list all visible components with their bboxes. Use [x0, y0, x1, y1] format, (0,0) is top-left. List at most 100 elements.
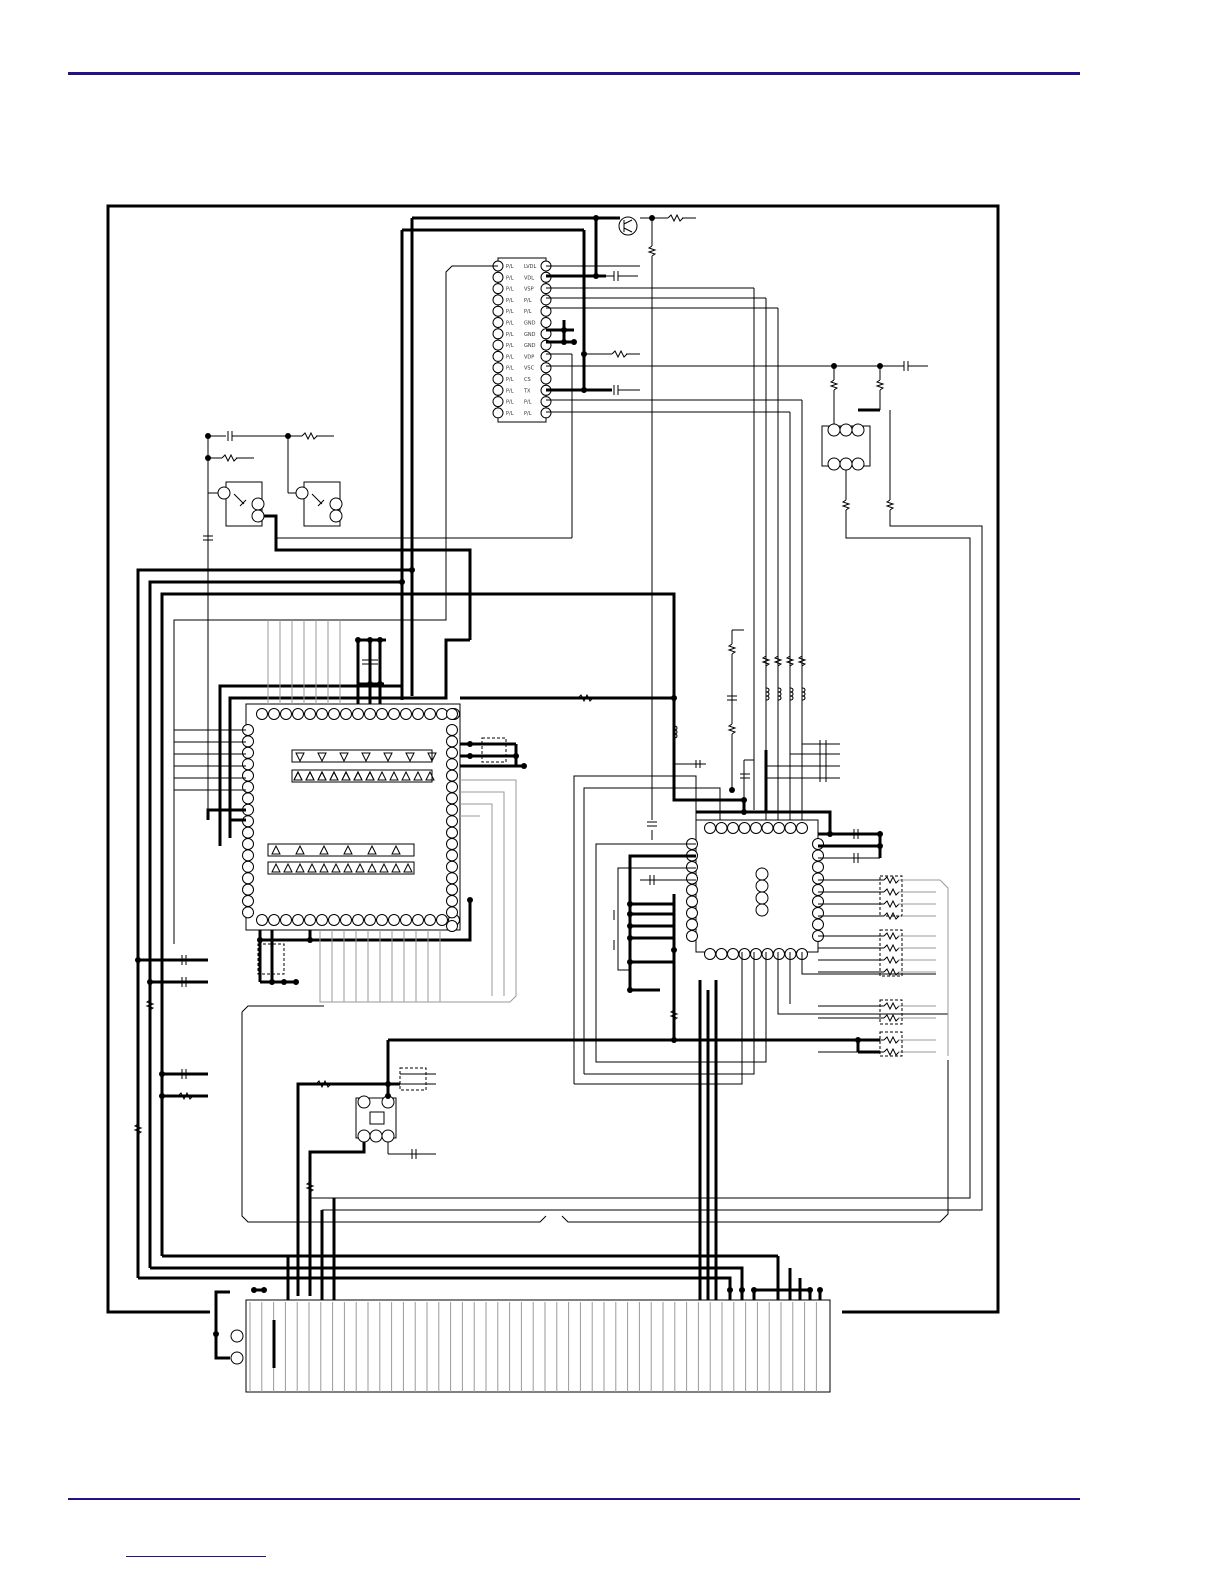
rnet-resistor [884, 1015, 899, 1021]
ic-top-pin-label: VSP [524, 287, 534, 293]
ic-main-left [243, 704, 461, 932]
ic-top-pin-label: GND [524, 343, 536, 349]
qfp-pin [447, 827, 458, 838]
ic-top-pin [493, 385, 503, 395]
ic-top-pin [493, 284, 503, 294]
junction-dot [593, 273, 599, 279]
junction-dot [377, 681, 383, 687]
qfp-pin [353, 915, 364, 926]
junction-dot [671, 947, 677, 953]
qfp-pin [243, 782, 254, 793]
qfp-pin [243, 873, 254, 884]
junction-dot [877, 831, 883, 837]
ic-top-pin-label: P/L [506, 377, 514, 383]
plcc-pin [705, 823, 716, 834]
junction-dot [293, 979, 299, 985]
junction-dot [627, 935, 633, 941]
ic-top-pin [541, 408, 551, 418]
plcc-pin [813, 873, 824, 884]
qfp-pin [353, 709, 364, 720]
ic-top-pin-label: P/L [506, 343, 514, 349]
qfp-pin [447, 907, 458, 918]
junction-dot [367, 637, 373, 643]
qfp-pin [437, 915, 448, 926]
junction-dot [385, 1093, 391, 1099]
plcc-pin [813, 839, 824, 850]
qfp-pin [377, 915, 388, 926]
plcc-pin [687, 873, 698, 884]
junction-dot [409, 567, 415, 573]
plcc-pin [739, 823, 750, 834]
qfp-pin [447, 759, 458, 770]
ic-top-pin-label: VDL [524, 275, 534, 281]
rnet-resistor [884, 1037, 899, 1043]
ic-top-pin-label: P/L [506, 275, 514, 281]
ic-top-pin [493, 408, 503, 418]
junction-dot [593, 215, 599, 221]
qfp-pin [293, 915, 304, 926]
junction-dot [307, 937, 313, 943]
junction-dot [571, 339, 577, 345]
ic-top-pin-label: P/L [506, 309, 514, 315]
plcc-pin [716, 949, 727, 960]
plcc-pin [687, 862, 698, 873]
plcc-pin [785, 823, 796, 834]
ic-top-pin [541, 318, 551, 328]
qfp-pin [317, 709, 328, 720]
ic-top-pin-label: P/L [506, 411, 514, 417]
plcc-pin [728, 823, 739, 834]
ic-top-pin-label: P/L [506, 298, 514, 304]
ic-top-pin-label: P/L [524, 400, 532, 406]
junction-dot [741, 809, 747, 815]
junction-dot [147, 979, 153, 985]
qfp-pin [341, 915, 352, 926]
qfp-pin [447, 816, 458, 827]
qfp-pin [243, 770, 254, 781]
junction-dot [855, 1037, 861, 1043]
junction-dot [741, 797, 747, 803]
rnet-resistor [884, 1049, 899, 1055]
junction-dot [285, 433, 291, 439]
qfp-pin [437, 709, 448, 720]
junction-dot [205, 455, 211, 461]
ic-top-pin-label: P/L [506, 400, 514, 406]
junction-dot [581, 387, 587, 393]
ic-top-pin-label: P/L [524, 298, 532, 304]
ic-top-pin [493, 295, 503, 305]
plcc-pin [687, 885, 698, 896]
ic-top-pin-label: P/L [506, 366, 514, 372]
qfp-pin [243, 793, 254, 804]
qfp-pin [293, 709, 304, 720]
ic-top-pin-label: P/L [506, 321, 514, 327]
resistor-networks-right [818, 876, 948, 1056]
qfp-pin [269, 709, 280, 720]
edge-connector [231, 1300, 830, 1392]
plcc-pin [687, 896, 698, 907]
ic-top-pin-label: CS [524, 377, 531, 383]
qfp-pin [243, 907, 254, 918]
qfp-pin [447, 804, 458, 815]
plcc-pin [762, 949, 773, 960]
qfp-pin [447, 896, 458, 907]
junction-dot [399, 579, 405, 585]
plcc-pin [751, 949, 762, 960]
qfp-pin [413, 915, 424, 926]
ic-top-pin [541, 374, 551, 384]
junction-dot [261, 1287, 267, 1293]
plcc-pin [705, 949, 716, 960]
qfp-pin [305, 915, 316, 926]
qfp-pin [243, 839, 254, 850]
qfp-pin [389, 915, 400, 926]
rnet-resistor [884, 945, 899, 951]
ic-top-pin-label: P/L [506, 332, 514, 338]
qfp-pin [447, 747, 458, 758]
ic-top-pin [541, 284, 551, 294]
junction-dot [817, 1287, 823, 1293]
qfp-pin [377, 709, 388, 720]
junction-dot [281, 979, 287, 985]
ic-top-pin-label: VSC [524, 366, 535, 372]
qfp-pin [447, 793, 458, 804]
plcc-pin [797, 823, 808, 834]
qfp-pin [269, 915, 280, 926]
qfp-pin [447, 873, 458, 884]
